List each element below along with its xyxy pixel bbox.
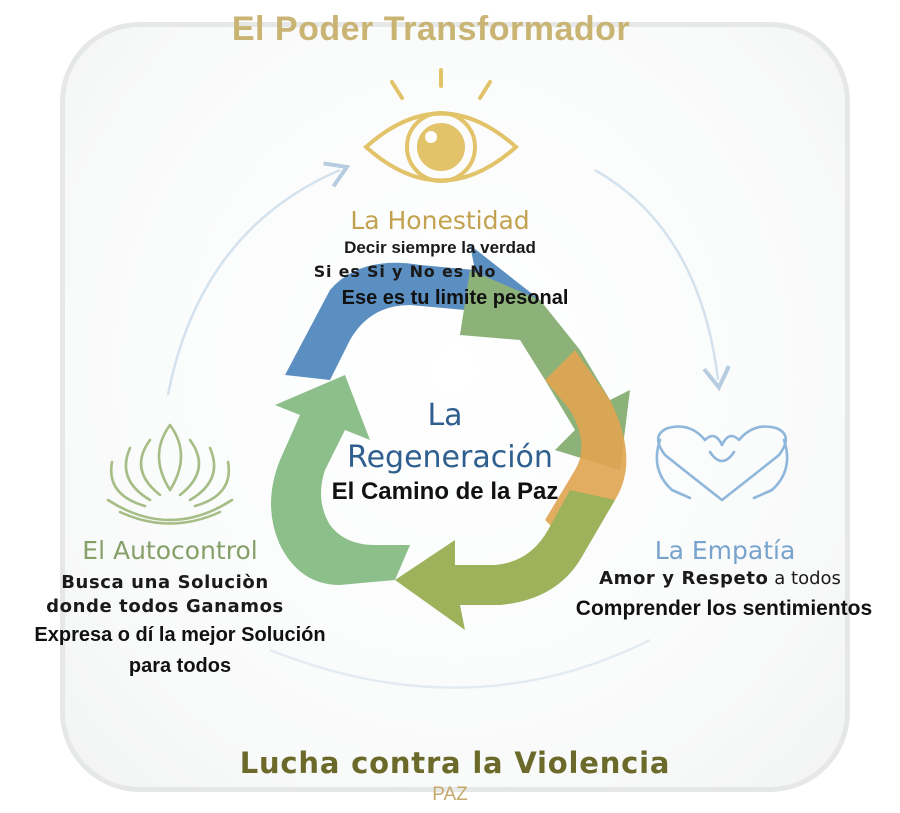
honestidad-line-2: Si es Si y No es No — [313, 262, 497, 281]
autocontrol-line-2: donde todos Ganamos — [46, 596, 284, 617]
honestidad-line-3: Ese es tu limite pesonal — [341, 287, 569, 309]
honestidad-title: La Honestidad — [350, 206, 530, 235]
recycle-arrow-green-left — [271, 375, 410, 585]
footer-sub: PAZ — [432, 784, 468, 805]
outer-arrow-bottom — [269, 638, 651, 689]
recycle-arrows-icon — [271, 245, 630, 630]
center-line-2: Regeneración — [347, 440, 553, 475]
autocontrol-line-1: Busca una Soluciòn — [61, 572, 269, 593]
lotus-icon — [106, 423, 234, 525]
autocontrol-line-3: Expresa o dí la mejor Solución — [34, 624, 326, 646]
footer-headline: Lucha contra la Violencia — [239, 746, 671, 780]
honestidad-line-1: Decir siempre la verdad — [344, 238, 536, 257]
empatia-line-1: Amor y Respeto a todos — [570, 568, 870, 589]
autocontrol-line-4: para todos — [128, 655, 232, 677]
empatia-line-1-bold: Amor y Respeto — [599, 568, 769, 589]
heart-hands-icon — [655, 425, 789, 502]
eye-icon — [362, 68, 520, 183]
autocontrol-title: El Autocontrol — [82, 536, 258, 565]
page-title: El Poder Transformador — [231, 10, 631, 48]
empatia-line-1-rest: a todos — [768, 568, 841, 589]
empatia-line-2: Comprender los sentimientos — [575, 597, 873, 620]
center-line-1: La — [427, 398, 463, 433]
outer-arrow-right — [594, 168, 731, 392]
recycle-arrow-olive — [395, 490, 615, 630]
empatia-title: La Empatía — [654, 536, 796, 565]
center-line-3: El Camino de la Paz — [331, 478, 559, 505]
outer-arrow-left — [166, 161, 351, 396]
